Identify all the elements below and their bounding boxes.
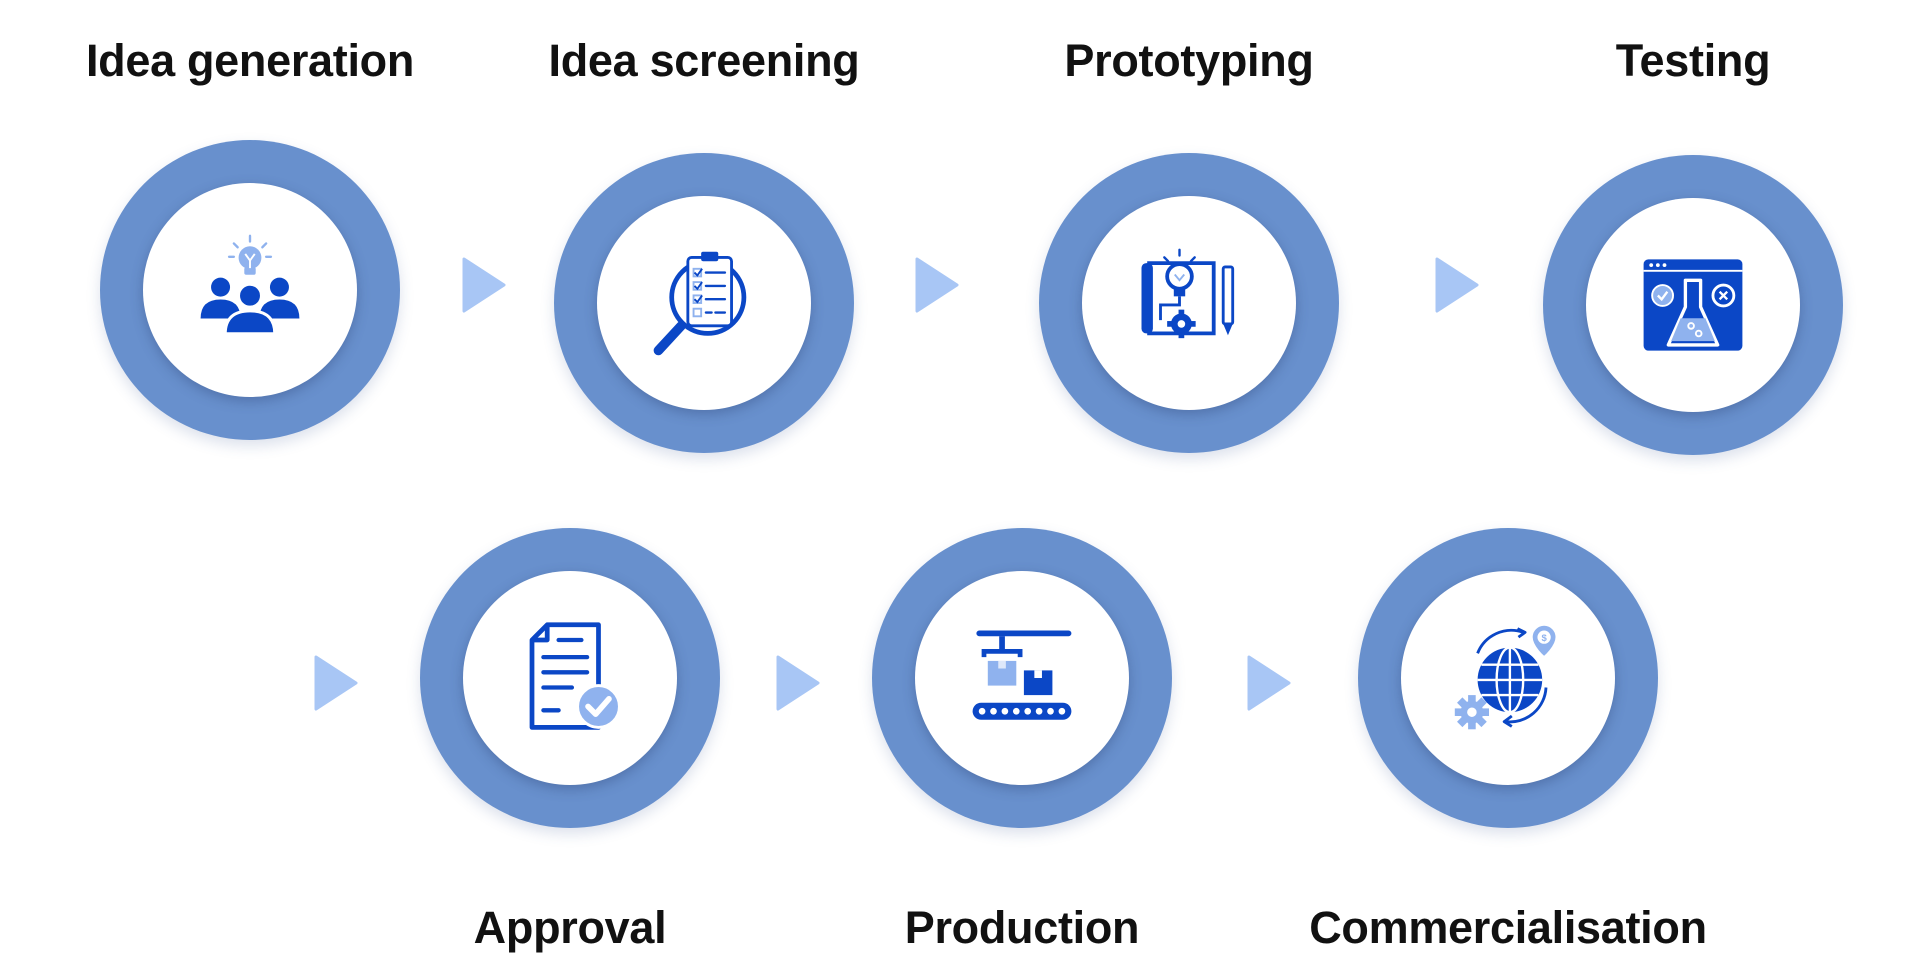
flow-arrow-icon bbox=[1247, 655, 1291, 711]
step-inner-circle bbox=[915, 571, 1129, 785]
step-prototyping bbox=[1039, 153, 1339, 453]
team-idea-icon bbox=[200, 234, 300, 336]
blueprint-idea-icon bbox=[1141, 248, 1235, 339]
step-label-prototyping: Prototyping bbox=[1064, 35, 1314, 86]
step-commercialisation: $ bbox=[1358, 528, 1658, 828]
flow-arrow-icon bbox=[314, 655, 358, 711]
step-inner-circle bbox=[463, 571, 677, 785]
step-inner-circle bbox=[1586, 198, 1800, 412]
flow-arrow-icon bbox=[915, 257, 959, 313]
flow-arrow-icon bbox=[776, 655, 820, 711]
step-testing bbox=[1543, 155, 1843, 455]
step-idea-screening bbox=[554, 153, 854, 453]
svg-text:$: $ bbox=[1541, 633, 1547, 644]
step-inner-circle bbox=[1082, 196, 1296, 410]
step-inner-circle bbox=[143, 183, 357, 397]
checklist-magnifier-icon bbox=[653, 251, 747, 356]
step-approval bbox=[420, 528, 720, 828]
step-label-idea-screening: Idea screening bbox=[548, 35, 860, 86]
step-production bbox=[872, 528, 1172, 828]
flow-arrow-icon bbox=[1435, 257, 1479, 313]
step-label-idea-generation: Idea generation bbox=[85, 35, 415, 86]
global-market-icon: $ bbox=[1454, 623, 1558, 730]
step-label-production: Production bbox=[904, 902, 1140, 953]
step-label-commercialisation: Commercialisation bbox=[1309, 902, 1707, 953]
step-inner-circle: $ bbox=[1401, 571, 1615, 785]
approved-document-icon bbox=[529, 622, 621, 730]
lab-flask-icon bbox=[1643, 259, 1743, 351]
step-label-testing: Testing bbox=[1615, 35, 1771, 86]
step-inner-circle bbox=[597, 196, 811, 410]
step-idea-generation bbox=[100, 140, 400, 440]
step-label-approval: Approval bbox=[473, 902, 667, 953]
flow-arrow-icon bbox=[462, 257, 506, 313]
conveyor-belt-icon bbox=[972, 630, 1072, 720]
